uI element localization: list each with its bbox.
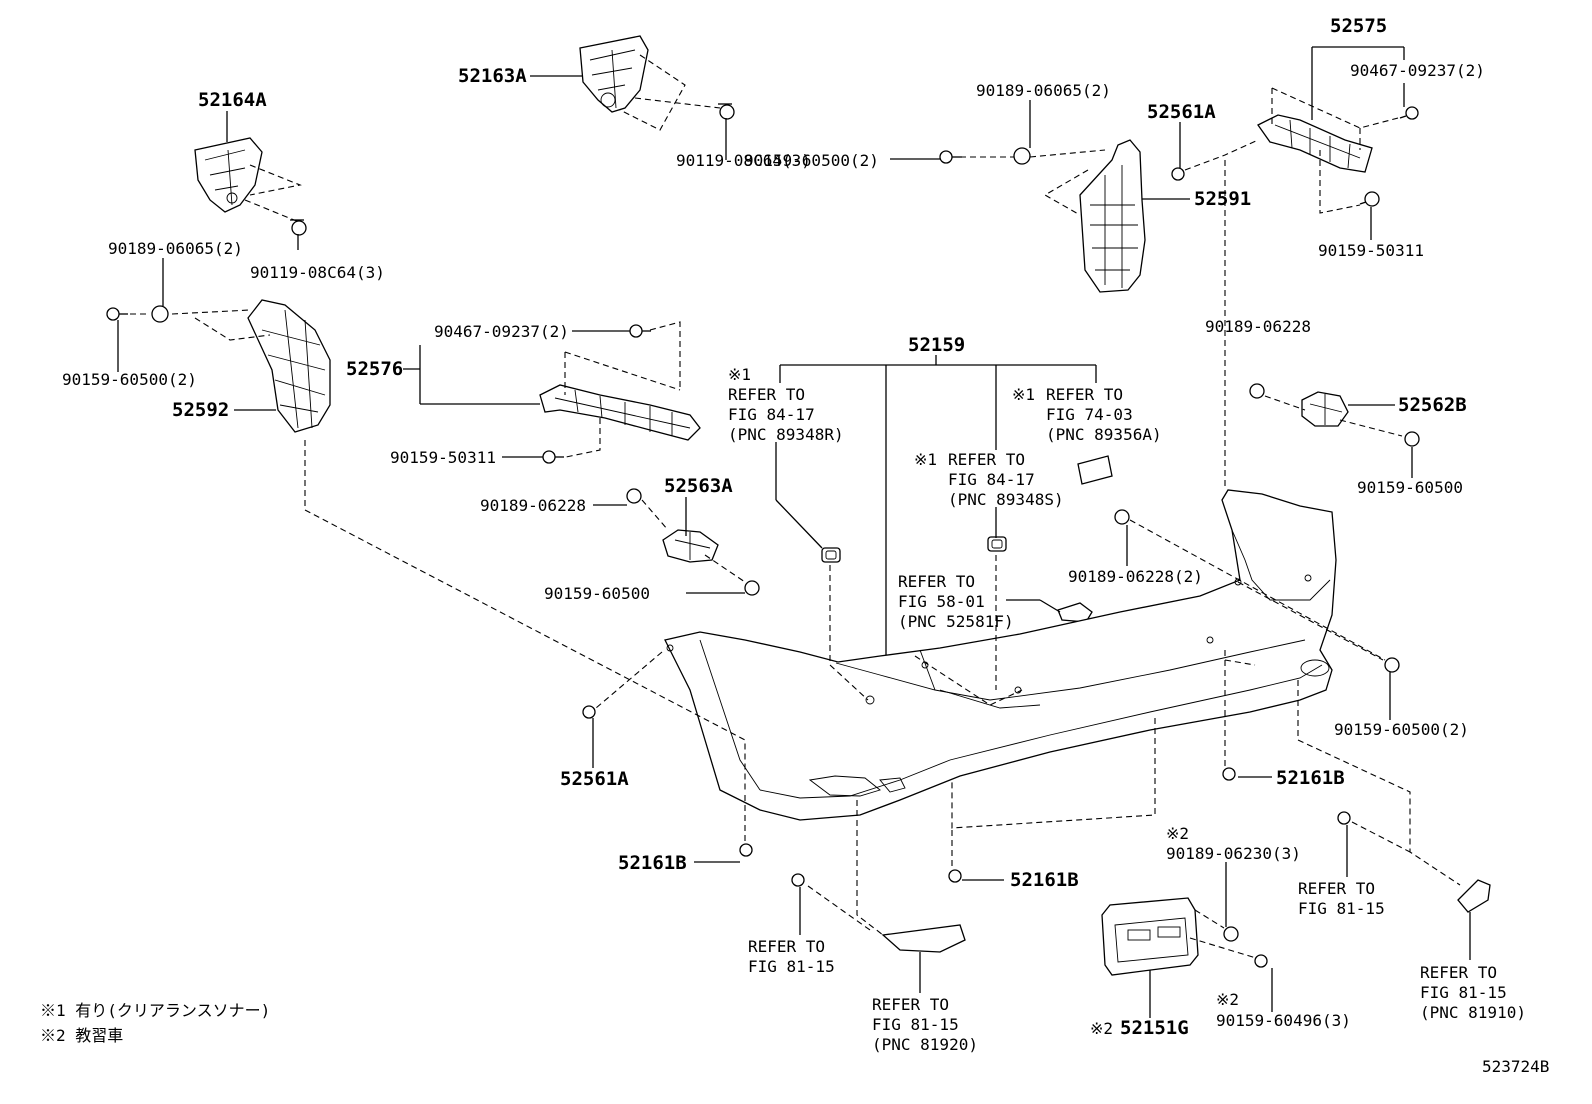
bracket-52592-drawing: [247, 299, 331, 433]
refer-block-81-15-right: REFER TO FIG 81-15: [1298, 879, 1385, 918]
assembly-dashed-lines: [130, 54, 1461, 959]
fastener-label-90189-06065-b: 90189-06065(2): [108, 239, 243, 258]
refer-mark: ※1: [728, 365, 751, 384]
refer-line2: FIG 84-17: [948, 470, 1035, 489]
bracket-52164A-drawing: [194, 137, 263, 213]
refer-line2: FIG 81-15: [1420, 983, 1507, 1002]
reflector-right-drawing: [1457, 879, 1491, 913]
refer-block-52581F: REFER TO FIG 58-01 (PNC 52581F): [898, 572, 1014, 631]
sonar-sensor-left-drawing: [821, 547, 841, 563]
part-label-52151G: 52151G: [1120, 1017, 1189, 1039]
refer-line1: REFER TO: [1046, 385, 1123, 404]
refer-line1: REFER TO: [1420, 963, 1497, 982]
refer-block-89356A: ※1 REFER TO FIG 74-03 (PNC 89356A): [1012, 385, 1162, 444]
refer-line3: (PNC 89348S): [948, 490, 1064, 509]
footnote-2: ※2 教習車: [40, 1026, 123, 1045]
part-label-52561A-top: 52561A: [1147, 101, 1216, 123]
refer-line1: REFER TO: [872, 995, 949, 1014]
refer-line1: REFER TO: [728, 385, 805, 404]
refer-mark: ※1: [914, 450, 937, 469]
refer-line2: FIG 84-17: [728, 405, 815, 424]
sonar-sensor-center-drawing: [987, 536, 1007, 552]
fastener-label-90159-50311-b: 90159-50311: [390, 448, 496, 467]
fastener-label-90189-06230: 90189-06230(3): [1166, 844, 1301, 863]
part-label-52575: 52575: [1330, 15, 1387, 37]
refer-mark: ※1: [1012, 385, 1035, 404]
fastener-label-90159-60500-2b: 90159-60500(2): [62, 370, 197, 389]
fastener-label-90189-06228-b: 90189-06228: [480, 496, 586, 515]
part-label-52164A: 52164A: [198, 89, 267, 111]
refer-line3: (PNC 52581F): [898, 612, 1014, 631]
part-label-52592: 52592: [172, 399, 229, 421]
fastener-label-90159-60496: 90159-60496(3): [1216, 1011, 1351, 1030]
refer-block-81920: REFER TO FIG 81-15 (PNC 81920): [872, 995, 978, 1054]
refer-line2: FIG 58-01: [898, 592, 985, 611]
part-label-52163A: 52163A: [458, 65, 527, 87]
part-label-52159: 52159: [908, 334, 965, 356]
retainer-52576-drawing: [539, 384, 701, 441]
fastener-label-90159-60500-a: 90159-60500: [1357, 478, 1463, 497]
refer-line2: FIG 81-15: [748, 957, 835, 976]
part-label-52561A-bottom: 52561A: [560, 768, 629, 790]
refer-block-89348R: ※1 REFER TO FIG 84-17 (PNC 89348R): [728, 365, 844, 444]
part-label-52576: 52576: [346, 358, 403, 380]
fastener-label-90159-50311-a: 90159-50311: [1318, 241, 1424, 260]
part-label-52161B-center: 52161B: [1010, 869, 1079, 891]
refer-line3: (PNC 89356A): [1046, 425, 1162, 444]
fastener-label-90119-a: 90119-08C64(3): [676, 151, 811, 170]
refer-block-81-15-left: REFER TO FIG 81-15: [748, 937, 835, 976]
part-label-52563A: 52563A: [664, 475, 733, 497]
fastener-label-90467-a: 90467-09237(2): [1350, 61, 1485, 80]
footnote-1: ※1 有り(クリアランスソナー): [40, 1001, 270, 1020]
fastener-label-90159-60500-b: 90159-60500: [544, 584, 650, 603]
part-label-52591: 52591: [1194, 188, 1251, 210]
refer-line2: FIG 81-15: [1298, 899, 1385, 918]
leader-lines: [117, 46, 1471, 1018]
part-label-52562B: 52562B: [1398, 394, 1467, 416]
license-bracket-52151G-drawing: [1101, 897, 1199, 976]
fastener-label-90189-06065-a: 90189-06065(2): [976, 81, 1111, 100]
refer-block-89348S: ※1 REFER TO FIG 84-17 (PNC 89348S): [914, 450, 1064, 509]
part-label-52161B-right: 52161B: [1276, 767, 1345, 789]
fastener-label-90159-60500-2c: 90159-60500(2): [1334, 720, 1469, 739]
retainer-52575-drawing: [1257, 114, 1373, 173]
refer-line1: REFER TO: [1298, 879, 1375, 898]
part-label-52161B-left: 52161B: [618, 852, 687, 874]
refer-line2: FIG 74-03: [1046, 405, 1133, 424]
refer-line3: (PNC 89348R): [728, 425, 844, 444]
refer-block-81910: REFER TO FIG 81-15 (PNC 81910): [1420, 963, 1526, 1022]
bracket-52563A-drawing: [662, 529, 719, 563]
refer-line3: (PNC 81910): [1420, 1003, 1526, 1022]
reflector-left-drawing: [881, 924, 966, 953]
note-mark-90189-06230: ※2: [1166, 824, 1189, 843]
refer-line3: (PNC 81920): [872, 1035, 978, 1054]
fastener-label-90119-b: 90119-08C64(3): [250, 263, 385, 282]
cover-plate-drawing: [1077, 455, 1113, 485]
fastener-label-90467-b: 90467-09237(2): [434, 322, 569, 341]
refer-line1: REFER TO: [748, 937, 825, 956]
refer-line2: FIG 81-15: [872, 1015, 959, 1034]
fastener-label-90159-60500-2a: 90159-60500(2): [744, 151, 879, 170]
refer-line1: REFER TO: [898, 572, 975, 591]
fastener-label-90189-06228-a: 90189-06228: [1205, 317, 1311, 336]
cover-52581F-drawing: [1057, 602, 1093, 623]
note-mark-52151G: ※2: [1090, 1019, 1113, 1038]
rear-bumper-cover-52159-drawing: [664, 489, 1337, 821]
refer-line1: REFER TO: [948, 450, 1025, 469]
bracket-52163A-drawing: [579, 35, 649, 113]
fastener-label-90189-06228-c: 90189-06228(2): [1068, 567, 1203, 586]
note-mark-90159-60496: ※2: [1216, 990, 1239, 1009]
fastener-icons: [106, 103, 1420, 968]
bracket-52562B-drawing: [1301, 391, 1349, 427]
bracket-52591-drawing: [1079, 139, 1146, 293]
diagram-id: 523724B: [1482, 1057, 1549, 1076]
